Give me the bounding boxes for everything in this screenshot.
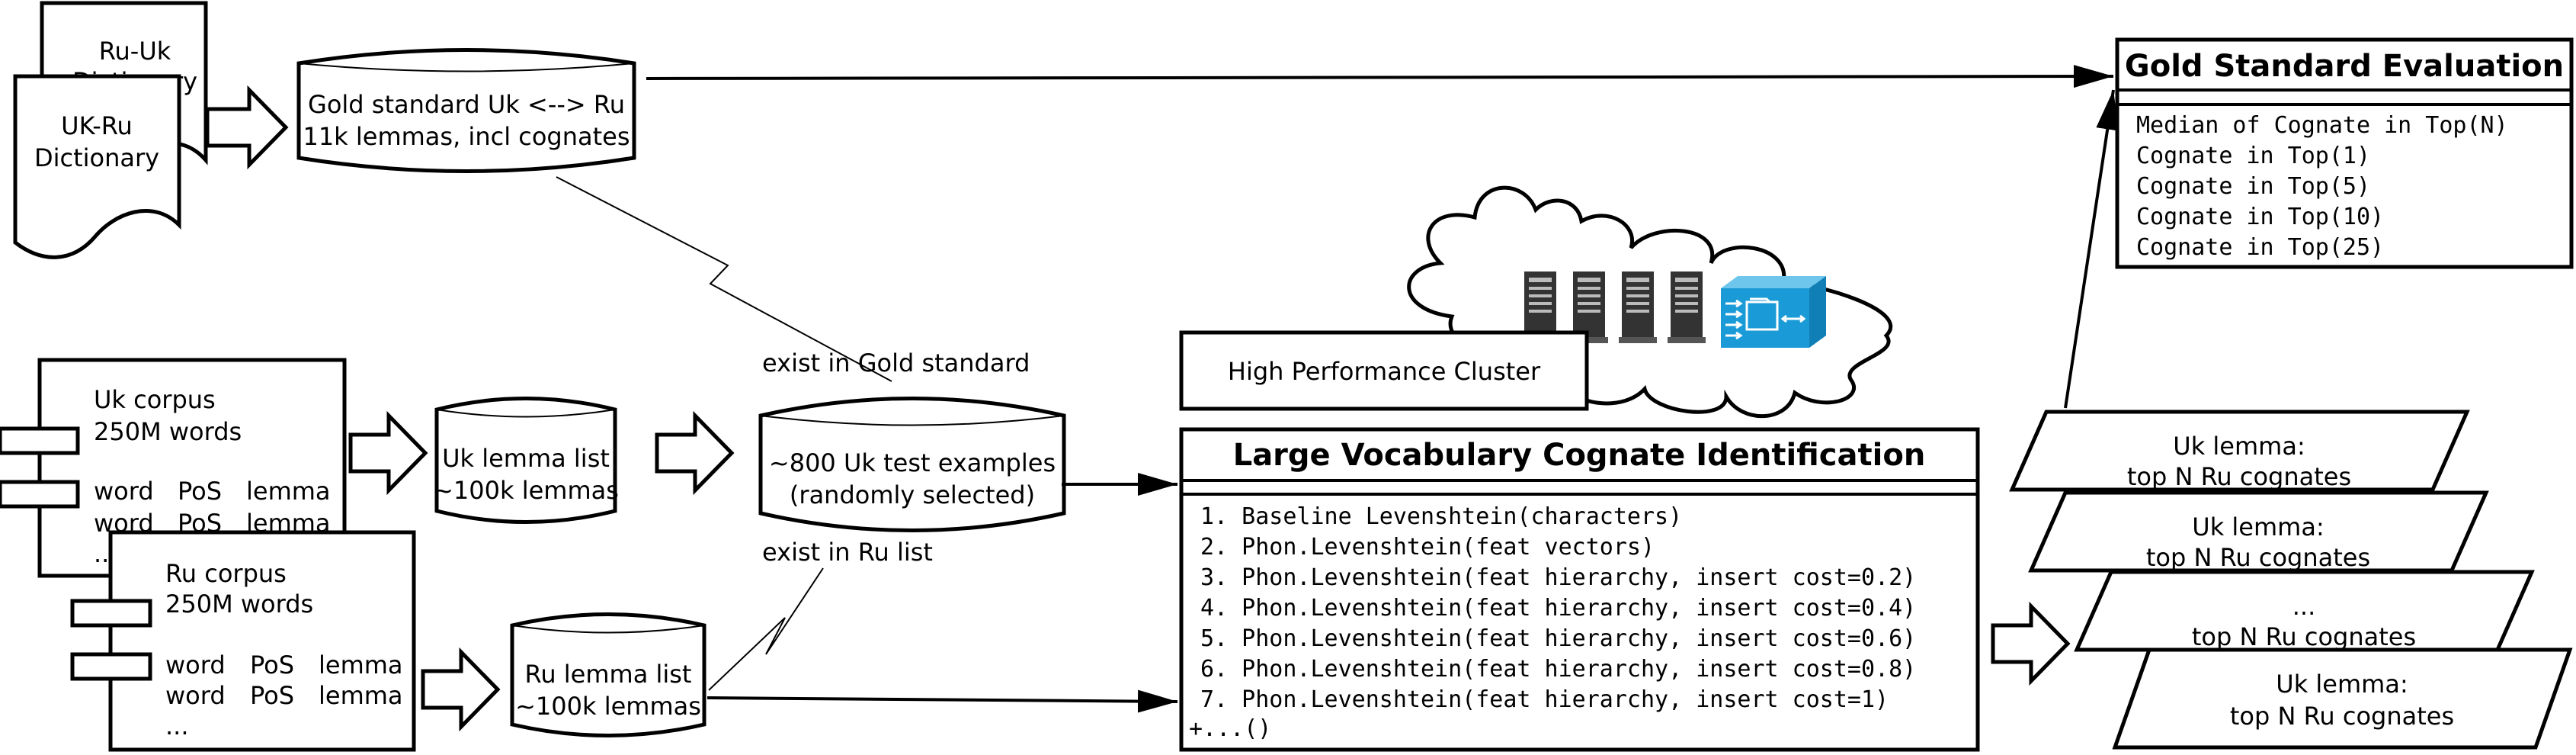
dictionary-label: UK-Ru	[61, 111, 133, 140]
output-line: Uk lemma:	[2173, 432, 2305, 461]
db-label: Uk lemma list	[442, 444, 610, 473]
method-item: 7. Phon.Levenshtein(feat hierarchy, inse…	[1200, 686, 1889, 713]
corpus-more: ...	[165, 712, 189, 741]
corpus-cell: word	[165, 681, 226, 710]
output-line: top N Ru cognates	[2192, 622, 2416, 651]
db-label: ~100k lemmas	[433, 476, 619, 505]
corpus-cell: lemma	[319, 681, 403, 710]
output-card: Uk lemma: top N Ru cognates	[2112, 647, 2573, 750]
output-line: top N Ru cognates	[2127, 462, 2351, 491]
corpus-cell: word	[165, 651, 226, 680]
corpus-cell: PoS	[178, 477, 222, 506]
hpc-label-box: High Performance Cluster	[1179, 330, 1589, 411]
flow-arrow	[2064, 89, 2119, 409]
flow-arrow	[706, 689, 1178, 713]
flow-arrow	[655, 410, 735, 496]
method-item: 6. Phon.Levenshtein(feat hierarchy, inse…	[1200, 656, 1916, 683]
corpus-cell: lemma	[246, 477, 331, 506]
corpus-cell: word	[94, 477, 154, 506]
output-line: top N Ru cognates	[2230, 702, 2454, 731]
lvci-title: Large Vocabulary Cognate Identification	[1233, 438, 1926, 473]
test-examples-database: ~800 Uk test examples (randomly selected…	[758, 397, 1066, 532]
method-item: 4. Phon.Levenshtein(feat hierarchy, inse…	[1200, 595, 1916, 622]
output-line: Uk lemma:	[2276, 670, 2408, 699]
corpus-size: 250M words	[94, 417, 242, 446]
output-line: ...	[2292, 592, 2316, 621]
ru-lemma-database: Ru lemma list ~100k lemmas	[510, 612, 706, 737]
corpus-title: Ru corpus	[165, 559, 287, 588]
lvci-method-list: 1. Baseline Levenshtein(characters) 2. P…	[1189, 503, 1916, 742]
flow-arrow	[205, 85, 289, 170]
output-line: top N Ru cognates	[2146, 543, 2370, 572]
server-icon	[1668, 271, 1706, 343]
method-item: +...()	[1189, 715, 1271, 742]
server-icon	[1570, 271, 1608, 343]
db-label: Gold standard Uk <--> Ru	[308, 90, 625, 119]
metric-item: Cognate in Top(10)	[2136, 204, 2384, 230]
corpus-cell: lemma	[319, 651, 403, 680]
uk-ru-dictionary: UK-Ru Dictionary	[13, 74, 181, 259]
gold-eval-title: Gold Standard Evaluation	[2125, 49, 2564, 84]
output-card: ... top N Ru cognates	[2074, 570, 2535, 652]
corpus-size: 250M words	[165, 590, 313, 618]
annotation-exist-gold: exist in Gold standard	[762, 349, 1030, 378]
output-line: Uk lemma:	[2192, 512, 2324, 541]
metric-item: Cognate in Top(5)	[2136, 173, 2370, 200]
corpus-cell: PoS	[250, 681, 294, 710]
network-switch-icon	[1721, 276, 1826, 348]
method-item: 2. Phon.Levenshtein(feat vectors)	[1200, 534, 1655, 561]
hpc-label: High Performance Cluster	[1228, 357, 1541, 386]
method-item: 5. Phon.Levenshtein(feat hierarchy, inse…	[1200, 625, 1916, 652]
lvci-box: Large Vocabulary Cognate Identification …	[1179, 427, 1980, 752]
db-label: Ru lemma list	[525, 660, 692, 689]
corpus-title: Uk corpus	[94, 385, 216, 414]
db-label: (randomly selected)	[790, 480, 1035, 509]
metric-list: Median of Cognate in Top(N) Cognate in T…	[2136, 112, 2508, 261]
uk-lemma-database: Uk lemma list ~100k lemmas	[433, 397, 619, 524]
method-item: 3. Phon.Levenshtein(feat hierarchy, inse…	[1200, 564, 1916, 591]
method-item: 1. Baseline Levenshtein(characters)	[1200, 503, 1682, 530]
db-label: ~100k lemmas	[515, 692, 701, 721]
metric-item: Cognate in Top(1)	[2136, 143, 2370, 169]
annotation-exist-ru: exist in Ru list	[762, 538, 933, 567]
corpus-cell: PoS	[250, 651, 294, 680]
gold-eval-box: Gold Standard Evaluation Median of Cogna…	[2115, 37, 2574, 269]
output-card: Uk lemma: top N Ru cognates	[2009, 410, 2470, 492]
gold-standard-database: Gold standard Uk <--> Ru 11k lemmas, inc…	[296, 48, 636, 173]
ru-corpus-document: Ru corpus 250M words word PoS lemma word…	[70, 530, 416, 752]
dictionary-label: Ru-Uk	[99, 37, 171, 66]
metric-item: Median of Cognate in Top(N)	[2136, 112, 2508, 139]
metric-item: Cognate in Top(25)	[2136, 234, 2384, 261]
flow-arrow	[421, 647, 501, 732]
lightning-connector	[708, 567, 824, 691]
server-icon	[1619, 271, 1657, 343]
output-card: Uk lemma: top N Ru cognates	[2028, 490, 2489, 573]
db-label: 11k lemmas, incl cognates	[303, 122, 630, 151]
lightning-connector	[556, 176, 892, 382]
flow-arrow	[1991, 601, 2071, 686]
dictionary-label: Dictionary	[34, 143, 159, 172]
output-stack: Uk lemma: top N Ru cognates Uk lemma: to…	[2009, 410, 2573, 750]
db-label: ~800 Uk test examples	[769, 448, 1056, 477]
flow-arrow	[646, 65, 2114, 88]
flow-arrow	[348, 410, 428, 496]
